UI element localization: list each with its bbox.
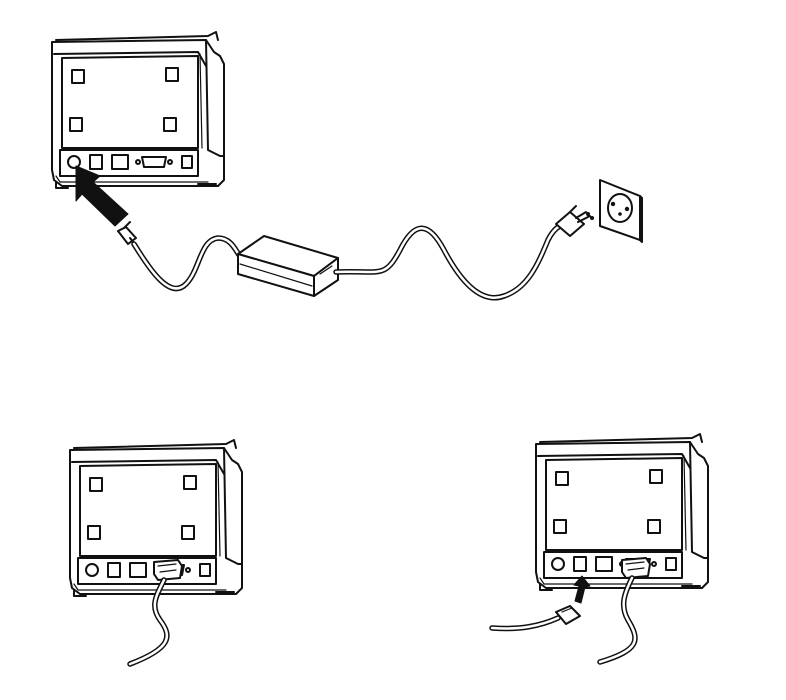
wall-outlet <box>599 179 643 243</box>
step-3-cash-drawer-connection <box>489 433 709 665</box>
step-2-interface-connection <box>69 439 243 667</box>
step-1-power-connection <box>51 31 643 301</box>
printer-rear-view-1 <box>51 31 225 189</box>
interface-cable-3 <box>597 575 638 665</box>
dc-cable <box>131 235 243 292</box>
serial-connector-3 <box>621 557 651 579</box>
ac-plug <box>555 205 594 237</box>
arrow-to-power-jack <box>75 165 129 227</box>
arrow-to-drawer-port <box>573 575 591 604</box>
interface-cable-2 <box>127 577 170 667</box>
rj-plug <box>555 605 581 625</box>
ac-cable <box>333 223 563 301</box>
power-adapter <box>237 235 339 297</box>
drawer-cable <box>489 615 561 632</box>
serial-connector-2 <box>153 559 183 581</box>
